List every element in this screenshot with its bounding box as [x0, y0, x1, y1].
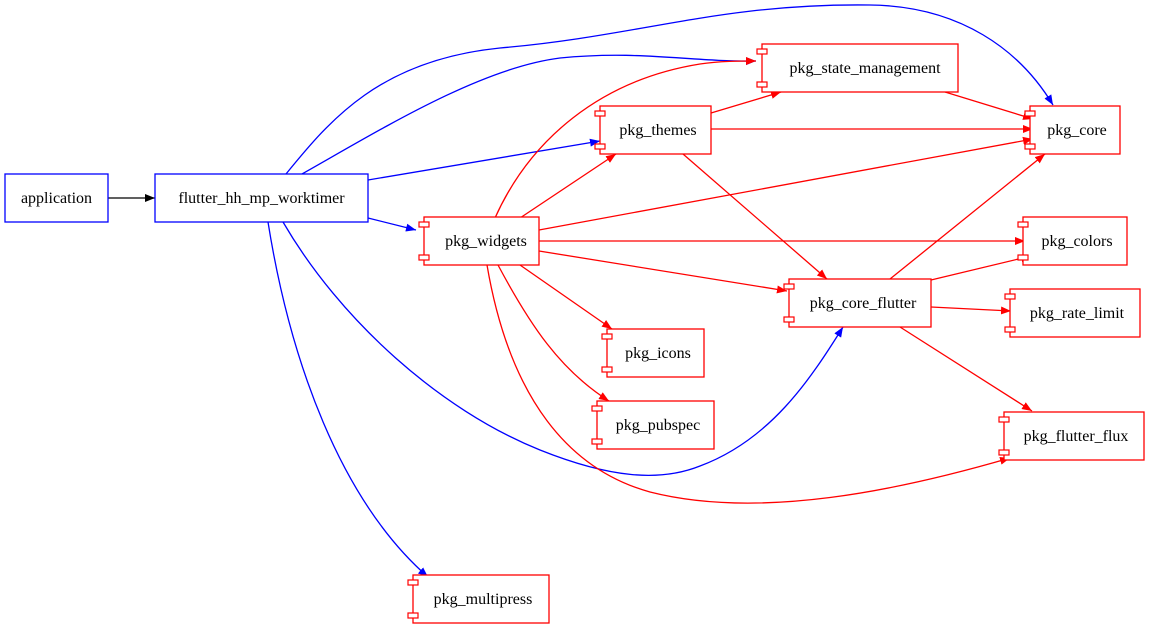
component-port-icon — [1017, 254, 1029, 261]
node-label: pkg_pubspec — [616, 417, 700, 434]
component-port-icon — [1004, 293, 1016, 300]
component-port-icon — [1017, 221, 1029, 228]
component-port-icon — [418, 254, 430, 261]
edge-pkg_widgets-to-pkg_icons — [519, 264, 613, 330]
edge-pkg_widgets-to-pkg_state_management — [494, 57, 757, 219]
node-pkg_themes[interactable]: pkg_themes — [594, 105, 712, 155]
node-label: application — [21, 190, 92, 207]
edge-pkg_core_flutter-to-pkg_rate_limit — [930, 306, 1012, 315]
node-pkg_flutter_flux[interactable]: pkg_flutter_flux — [998, 411, 1145, 461]
node-label: flutter_hh_mp_worktimer — [178, 190, 345, 207]
edge-flutter_hh_mp_worktimer-to-pkg_core_flutter — [282, 221, 844, 477]
component-port-icon — [601, 333, 613, 340]
component-port-icon — [594, 143, 606, 150]
node-flutter_hh_mp_worktimer[interactable]: flutter_hh_mp_worktimer — [154, 173, 369, 223]
component-port-icon — [591, 438, 603, 445]
edge-flutter_hh_mp_worktimer-to-pkg_themes — [367, 138, 601, 181]
component-port-icon — [1004, 326, 1016, 333]
edge-flutter_hh_mp_worktimer-to-pkg_widgets — [367, 217, 417, 232]
edge-pkg_core_flutter-to-pkg_colors — [930, 254, 1032, 281]
edge-pkg_themes-to-pkg_core_flutter — [682, 153, 828, 280]
component-port-icon — [998, 449, 1010, 456]
node-label: pkg_core — [1047, 122, 1107, 139]
node-pkg_state_management[interactable]: pkg_state_management — [756, 43, 959, 93]
component-port-icon — [756, 48, 768, 55]
node-pkg_multipress[interactable]: pkg_multipress — [407, 574, 550, 624]
node-label: pkg_colors — [1041, 233, 1112, 250]
edge-pkg_widgets-to-pkg_core_flutter — [538, 250, 788, 294]
node-label: pkg_icons — [625, 345, 691, 362]
component-port-icon — [407, 612, 419, 619]
component-port-icon — [591, 405, 603, 412]
component-port-icon — [594, 110, 606, 117]
component-port-icon — [407, 579, 419, 586]
node-pkg_core_flutter[interactable]: pkg_core_flutter — [783, 278, 932, 328]
component-port-icon — [601, 366, 613, 373]
node-label: pkg_widgets — [445, 233, 527, 250]
edge-pkg_widgets-to-pkg_flutter_flux — [486, 264, 1011, 504]
node-label: pkg_flutter_flux — [1024, 428, 1129, 445]
edge-pkg_themes-to-pkg_state_management — [710, 91, 782, 114]
component-port-icon — [1024, 143, 1036, 150]
node-application[interactable]: application — [4, 173, 109, 223]
edge-pkg_core_flutter-to-pkg_flutter_flux — [899, 326, 1033, 412]
component-port-icon — [998, 416, 1010, 423]
node-pkg_widgets[interactable]: pkg_widgets — [418, 216, 540, 266]
node-pkg_rate_limit[interactable]: pkg_rate_limit — [1004, 288, 1141, 338]
node-pkg_colors[interactable]: pkg_colors — [1017, 216, 1128, 266]
edge-pkg_widgets-to-pkg_pubspec — [497, 264, 610, 402]
component-port-icon — [418, 221, 430, 228]
node-label: pkg_themes — [619, 122, 696, 139]
edge-flutter_hh_mp_worktimer-to-pkg_state_management — [301, 54, 757, 175]
node-pkg_pubspec[interactable]: pkg_pubspec — [591, 400, 715, 450]
component-port-icon — [783, 283, 795, 290]
node-pkg_icons[interactable]: pkg_icons — [601, 328, 705, 378]
node-label: pkg_core_flutter — [810, 295, 917, 312]
edge-pkg_widgets-to-pkg_core — [538, 136, 1034, 231]
edge-flutter_hh_mp_worktimer-to-pkg_multipress — [267, 221, 429, 578]
component-port-icon — [756, 81, 768, 88]
edge-pkg_state_management-to-pkg_core — [944, 91, 1034, 120]
edge-flutter_hh_mp_worktimer-to-pkg_core — [285, 4, 1054, 175]
node-label: pkg_multipress — [434, 591, 533, 608]
node-label: pkg_state_management — [789, 60, 941, 77]
edge-pkg_widgets-to-pkg_themes — [519, 153, 617, 219]
component-port-icon — [1024, 110, 1036, 117]
node-label: pkg_rate_limit — [1030, 305, 1125, 322]
component-port-icon — [783, 316, 795, 323]
edge-pkg_core_flutter-to-pkg_core — [889, 153, 1046, 280]
node-pkg_core[interactable]: pkg_core — [1024, 105, 1121, 155]
